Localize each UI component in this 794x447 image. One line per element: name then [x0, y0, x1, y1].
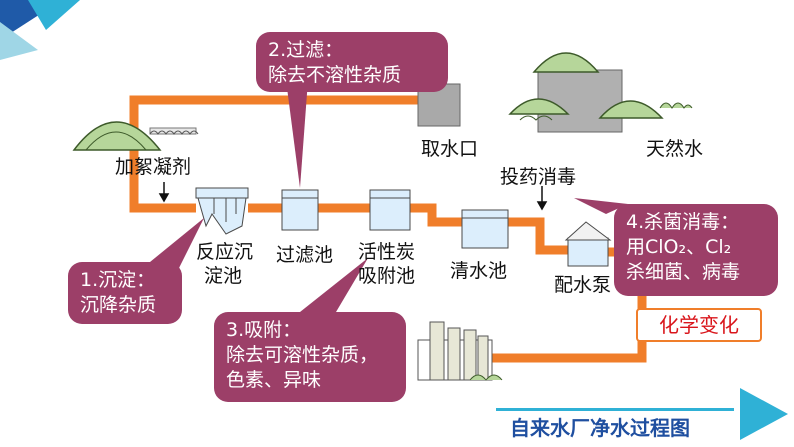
intake-label: 取水口 — [421, 138, 479, 160]
callout-filtration: 2.过滤： 除去不溶性杂质 — [256, 32, 448, 92]
clear-tank-label: 清水池 — [450, 260, 508, 282]
callout-adsorption-title: 3.吸附： — [226, 319, 302, 341]
carbon-tank-label-line2: 吸附池 — [358, 265, 416, 287]
callout-filtration-title: 2.过滤： — [268, 39, 344, 61]
callout-sedimentation-title: 1.沉淀： — [80, 269, 156, 291]
dosing-arrows — [158, 182, 548, 211]
reaction-tank-label: 反应沉 淀池 — [196, 240, 253, 288]
diagram-title: 自来水厂净水过程图 — [510, 416, 690, 440]
natural-water-label: 天然水 — [646, 138, 704, 160]
chemical-change-tag: 化学变化 — [636, 308, 762, 342]
filter-tank-label: 过滤池 — [276, 244, 334, 266]
reaction-tank-label-line2: 淀池 — [204, 265, 243, 287]
pump-label: 配水泵 — [554, 274, 612, 296]
carbon-tank-label: 活性炭 吸附池 — [358, 240, 415, 288]
pump-house — [564, 221, 612, 267]
callout-sterilization: 4.杀菌消毒： 用ClO₂、Cl₂ 杀细菌、病毒 — [614, 204, 778, 296]
carbon-tank-label-line1: 活性炭 — [358, 241, 416, 263]
flocculant-label: 加絮凝剂 — [115, 156, 192, 178]
callout-adsorption-text1: 除去可溶性杂质， — [226, 344, 379, 366]
filter-tank — [281, 189, 319, 231]
reaction-tank-label-line1: 反应沉 — [196, 241, 254, 263]
callout-filtration-text: 除去不溶性杂质 — [268, 64, 402, 86]
clear-water-tank — [461, 209, 509, 249]
callout-sterilization-text1: 用ClO₂、Cl₂ — [626, 236, 732, 258]
corner-accent — [740, 388, 788, 440]
callout-sterilization-title: 4.杀菌消毒： — [626, 211, 740, 233]
natural-water-scenery — [508, 52, 693, 133]
callout-sedimentation: 1.沉淀： 沉降杂质 — [68, 262, 182, 324]
callout-adsorption-text2: 色素、异味 — [226, 369, 322, 391]
corner-decoration — [0, 0, 80, 60]
carbon-tank — [369, 189, 411, 231]
hill-left — [72, 121, 199, 151]
callout-sedimentation-text: 沉降杂质 — [80, 294, 157, 316]
callout-pointers — [150, 80, 628, 312]
disinfect-label: 投药消毒 — [500, 166, 577, 188]
title-bar — [496, 408, 734, 411]
city-buildings — [417, 321, 503, 381]
callout-sterilization-text2: 杀细菌、病毒 — [626, 261, 741, 283]
reaction-tank — [195, 187, 249, 235]
callout-adsorption: 3.吸附： 除去可溶性杂质， 色素、异味 — [214, 312, 406, 402]
